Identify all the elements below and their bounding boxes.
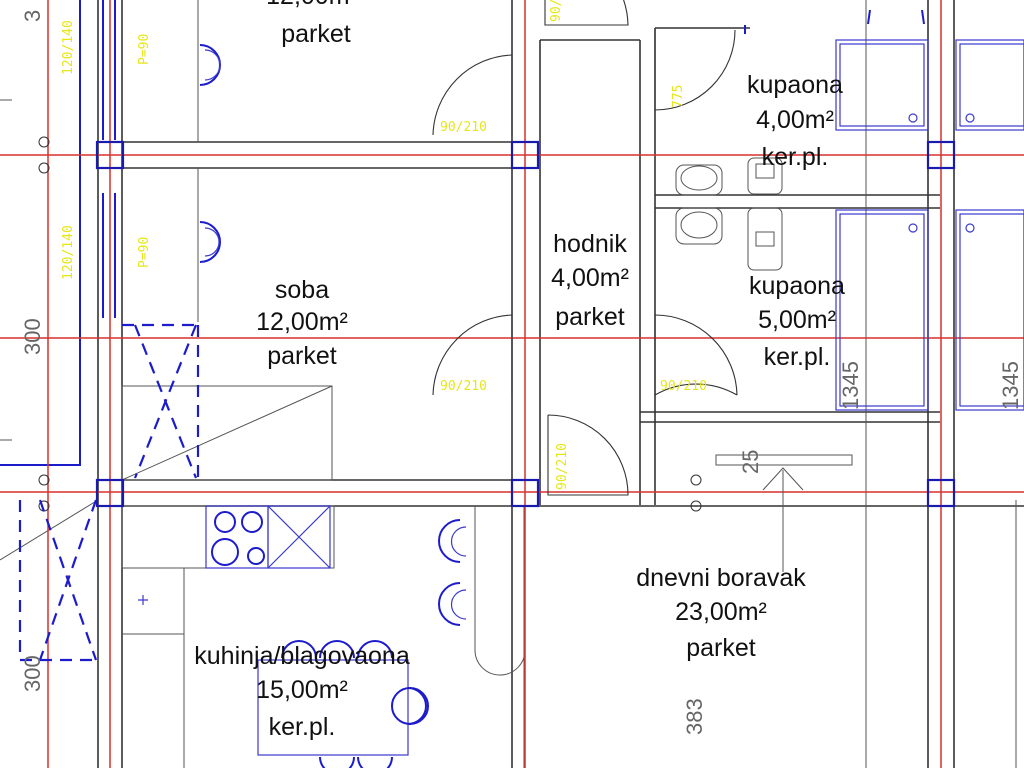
door-label: 90/210 bbox=[660, 379, 707, 394]
door-label: 775 bbox=[671, 85, 686, 108]
bathtub-icon bbox=[955, 209, 1024, 411]
chair-icon bbox=[199, 221, 221, 263]
columns bbox=[95, 140, 956, 508]
room-name: hodnik bbox=[553, 230, 627, 258]
dimension-label: 300 bbox=[20, 318, 45, 355]
dimension-label: 383 bbox=[682, 698, 707, 735]
parapet-label: P=90 bbox=[137, 34, 152, 65]
room-area: 4,00m² bbox=[756, 106, 834, 134]
room-floor: parket bbox=[686, 634, 756, 662]
room-top: 12,00m² parket bbox=[266, 0, 358, 48]
dimension-label: 300 bbox=[20, 655, 45, 692]
room-name: kupaona bbox=[749, 272, 845, 300]
room-kupaona-1: kupaona 4,00m² ker.pl. bbox=[747, 71, 843, 171]
room-area: 12,00m² bbox=[266, 0, 358, 10]
room-name: kupaona bbox=[747, 71, 843, 99]
room-floor: ker.pl. bbox=[764, 343, 831, 371]
bathtub-icon bbox=[835, 39, 929, 131]
room-name: kuhinja/blagovaona bbox=[194, 642, 410, 670]
bathtub-icon bbox=[835, 209, 929, 411]
column bbox=[95, 478, 125, 508]
room-floor: ker.pl. bbox=[269, 713, 336, 741]
stove-icon bbox=[205, 505, 269, 569]
dining-table-icon bbox=[257, 640, 429, 768]
room-soba: soba 12,00m² parket bbox=[256, 276, 348, 370]
column bbox=[926, 140, 956, 170]
room-hodnik: hodnik 4,00m² parket bbox=[551, 230, 629, 331]
room-area: 5,00m² bbox=[758, 306, 836, 334]
door-label: 90/210 bbox=[549, 0, 564, 22]
sink-icon bbox=[267, 505, 331, 569]
room-area: 15,00m² bbox=[256, 676, 348, 704]
dimension-label: 25 bbox=[738, 450, 763, 474]
doors bbox=[432, 0, 738, 496]
toilet-icon bbox=[747, 207, 783, 271]
room-floor: parket bbox=[555, 303, 625, 331]
washbasin-icon bbox=[675, 207, 723, 245]
dimension-label: 1345 bbox=[838, 361, 863, 410]
stool-icon bbox=[438, 582, 467, 626]
column bbox=[510, 478, 540, 508]
dimensions: 300 300 3 1345 1345 383 25 bbox=[20, 10, 1023, 735]
stool-icon bbox=[438, 519, 467, 563]
bathtub-icon bbox=[955, 39, 1024, 131]
window-label: 120/140 bbox=[61, 225, 76, 280]
wardrobe-dashed bbox=[18, 323, 200, 662]
column bbox=[95, 140, 125, 170]
room-floor: ker.pl. bbox=[762, 143, 829, 171]
window-label: 120/140 bbox=[61, 20, 76, 75]
door-label: 90/210 bbox=[440, 379, 487, 394]
room-area: 4,00m² bbox=[551, 264, 629, 292]
room-floor: parket bbox=[267, 342, 337, 370]
room-name: dnevni boravak bbox=[636, 564, 806, 592]
room-floor: parket bbox=[281, 20, 351, 48]
washbasin-icon bbox=[675, 164, 723, 196]
toilet-icon bbox=[747, 157, 783, 195]
door-label: 90/210 bbox=[555, 443, 570, 490]
dimension-label: 3 bbox=[20, 10, 45, 22]
room-kupaona-2: kupaona 5,00m² ker.pl. bbox=[749, 272, 845, 371]
room-name: soba bbox=[275, 276, 329, 304]
door-labels: 90/210 90/210 90/210 90/210 90/210 120/1… bbox=[61, 0, 707, 490]
room-dnevni-boravak: dnevni boravak 23,00m² parket bbox=[636, 564, 806, 662]
parapet-label: P=90 bbox=[137, 237, 152, 268]
room-kuhinja: kuhinja/blagovaona 15,00m² ker.pl. bbox=[194, 642, 410, 741]
chair-icon bbox=[199, 44, 221, 86]
room-area: 23,00m² bbox=[675, 598, 767, 626]
column bbox=[926, 478, 956, 508]
furniture bbox=[18, 9, 1024, 768]
column bbox=[510, 140, 540, 170]
room-area: 12,00m² bbox=[256, 308, 348, 336]
dimension-label: 1345 bbox=[998, 361, 1023, 410]
door-label: 90/210 bbox=[440, 120, 487, 135]
